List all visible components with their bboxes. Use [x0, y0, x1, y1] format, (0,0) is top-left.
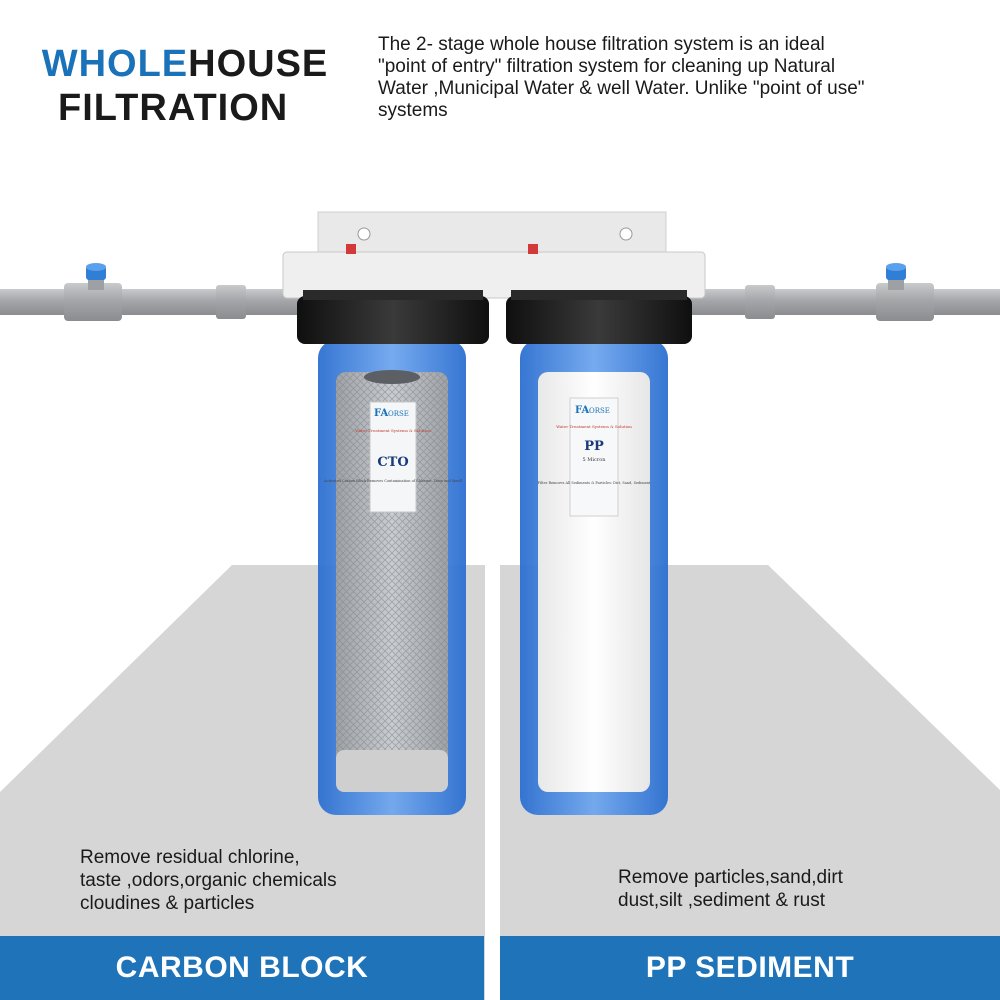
- title-accent: WHOLE: [41, 43, 189, 85]
- pp-description: Remove particles,sand,dirt dust,silt ,se…: [618, 867, 843, 911]
- pp-label-brand-rest: ORSE: [589, 407, 610, 415]
- carbon-label-subtitle: Water Treatment Systems & Solution: [355, 428, 431, 433]
- page-title: WHOLEHOUSE FILTRATION: [30, 42, 340, 130]
- pp-label-body: Filter Removes All Sediments & Particles…: [538, 481, 652, 485]
- title-rest: HOUSE: [188, 43, 329, 85]
- mounting-bracket: [282, 211, 706, 299]
- title-line2: FILTRATION: [58, 87, 289, 129]
- pp-cartridge-name: PP: [584, 439, 604, 454]
- intro-paragraph: The 2- stage whole house filtration syst…: [378, 34, 865, 121]
- carbon-label-brand-rest: ORSE: [388, 410, 409, 418]
- carbon-label-body: Activated Carbon Block Removes Contamina…: [323, 479, 463, 483]
- carbon-block-band: CARBON BLOCK: [0, 936, 484, 1000]
- carbon-cartridge-name: CTO: [377, 455, 408, 470]
- carbon-description: Remove residual chlorine, taste ,odors,o…: [80, 847, 337, 914]
- pipe-right: [690, 276, 1000, 321]
- pp-label-subtitle: Water Treatment Systems & Solution: [556, 424, 632, 429]
- valve-icon[interactable]: [86, 263, 106, 280]
- pp-label-brand: FA: [575, 405, 590, 416]
- valve-icon[interactable]: [886, 263, 906, 280]
- pipe-left: [0, 276, 300, 321]
- carbon-label-brand: FA: [374, 408, 389, 419]
- pp-label-micron: 5 Micron: [583, 457, 607, 463]
- pp-filter-housing: FA ORSE Water Treatment Systems & Soluti…: [506, 290, 692, 815]
- carbon-filter-housing: FA ORSE Water Treatment Systems & Soluti…: [297, 290, 489, 815]
- pp-sediment-band: PP SEDIMENT: [500, 936, 1000, 1000]
